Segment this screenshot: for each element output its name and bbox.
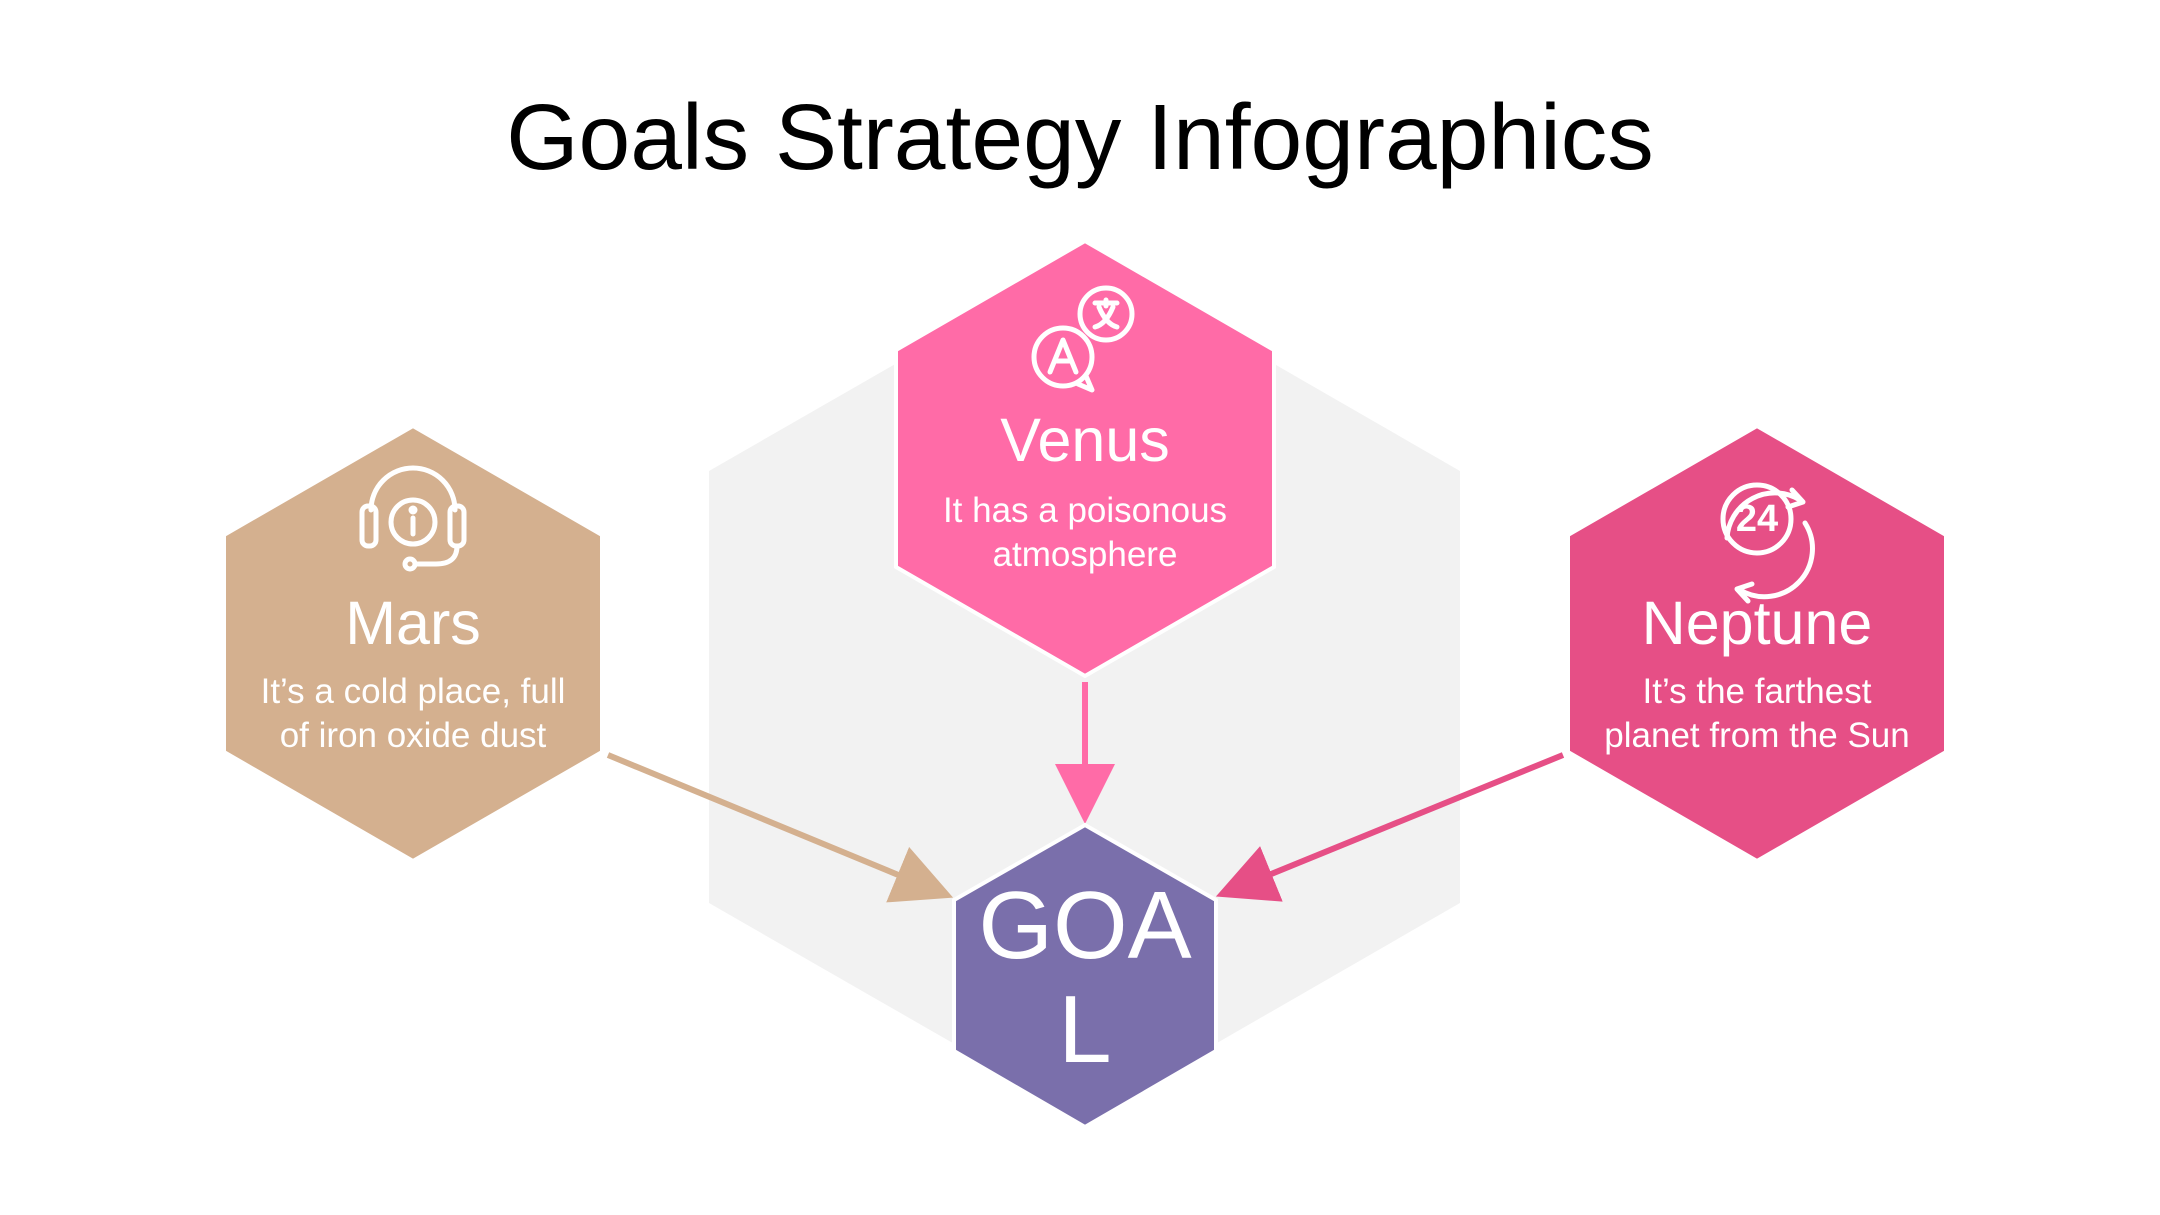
mars-description-line2: of iron oxide dust: [279, 716, 547, 755]
neptune-description-line2: planet from the Sun: [1604, 716, 1910, 755]
translate-bubbles-icon: [1031, 285, 1135, 393]
neptune-hexagon: [1566, 423, 1948, 864]
goal-label: GOA L: [960, 874, 1210, 1082]
venus-hexagon: [894, 238, 1276, 679]
mars-title: Mars: [345, 589, 481, 657]
goal-hexagon: [952, 822, 1218, 1130]
mars-card: Mars It’s a cold place, full of iron oxi…: [233, 588, 593, 758]
venus-description-line2: atmosphere: [992, 535, 1178, 574]
goal-line1: GOA: [978, 872, 1192, 979]
mars-arrow: [606, 752, 954, 903]
neptune-title: Neptune: [1641, 589, 1873, 657]
neptune-description-line1: It’s the farthest: [1642, 672, 1872, 711]
page-title: Goals Strategy Infographics: [506, 85, 1654, 189]
24-hours-icon: [1720, 482, 1815, 604]
neptune-card: Neptune It’s the farthest planet from th…: [1572, 588, 1942, 758]
headset-info-icon: [359, 465, 467, 572]
mars-description-line1: It’s a cold place, full: [260, 672, 566, 711]
mars-hexagon: [222, 423, 604, 864]
goal-line2: L: [1058, 976, 1112, 1083]
neptune-arrow: [1215, 752, 1565, 902]
venus-description-line1: It has a poisonous: [942, 491, 1228, 530]
venus-card: Venus It has a poisonous atmosphere: [905, 405, 1265, 577]
venus-title: Venus: [1000, 406, 1170, 474]
24-hours-icon-label: 24: [1735, 498, 1779, 540]
